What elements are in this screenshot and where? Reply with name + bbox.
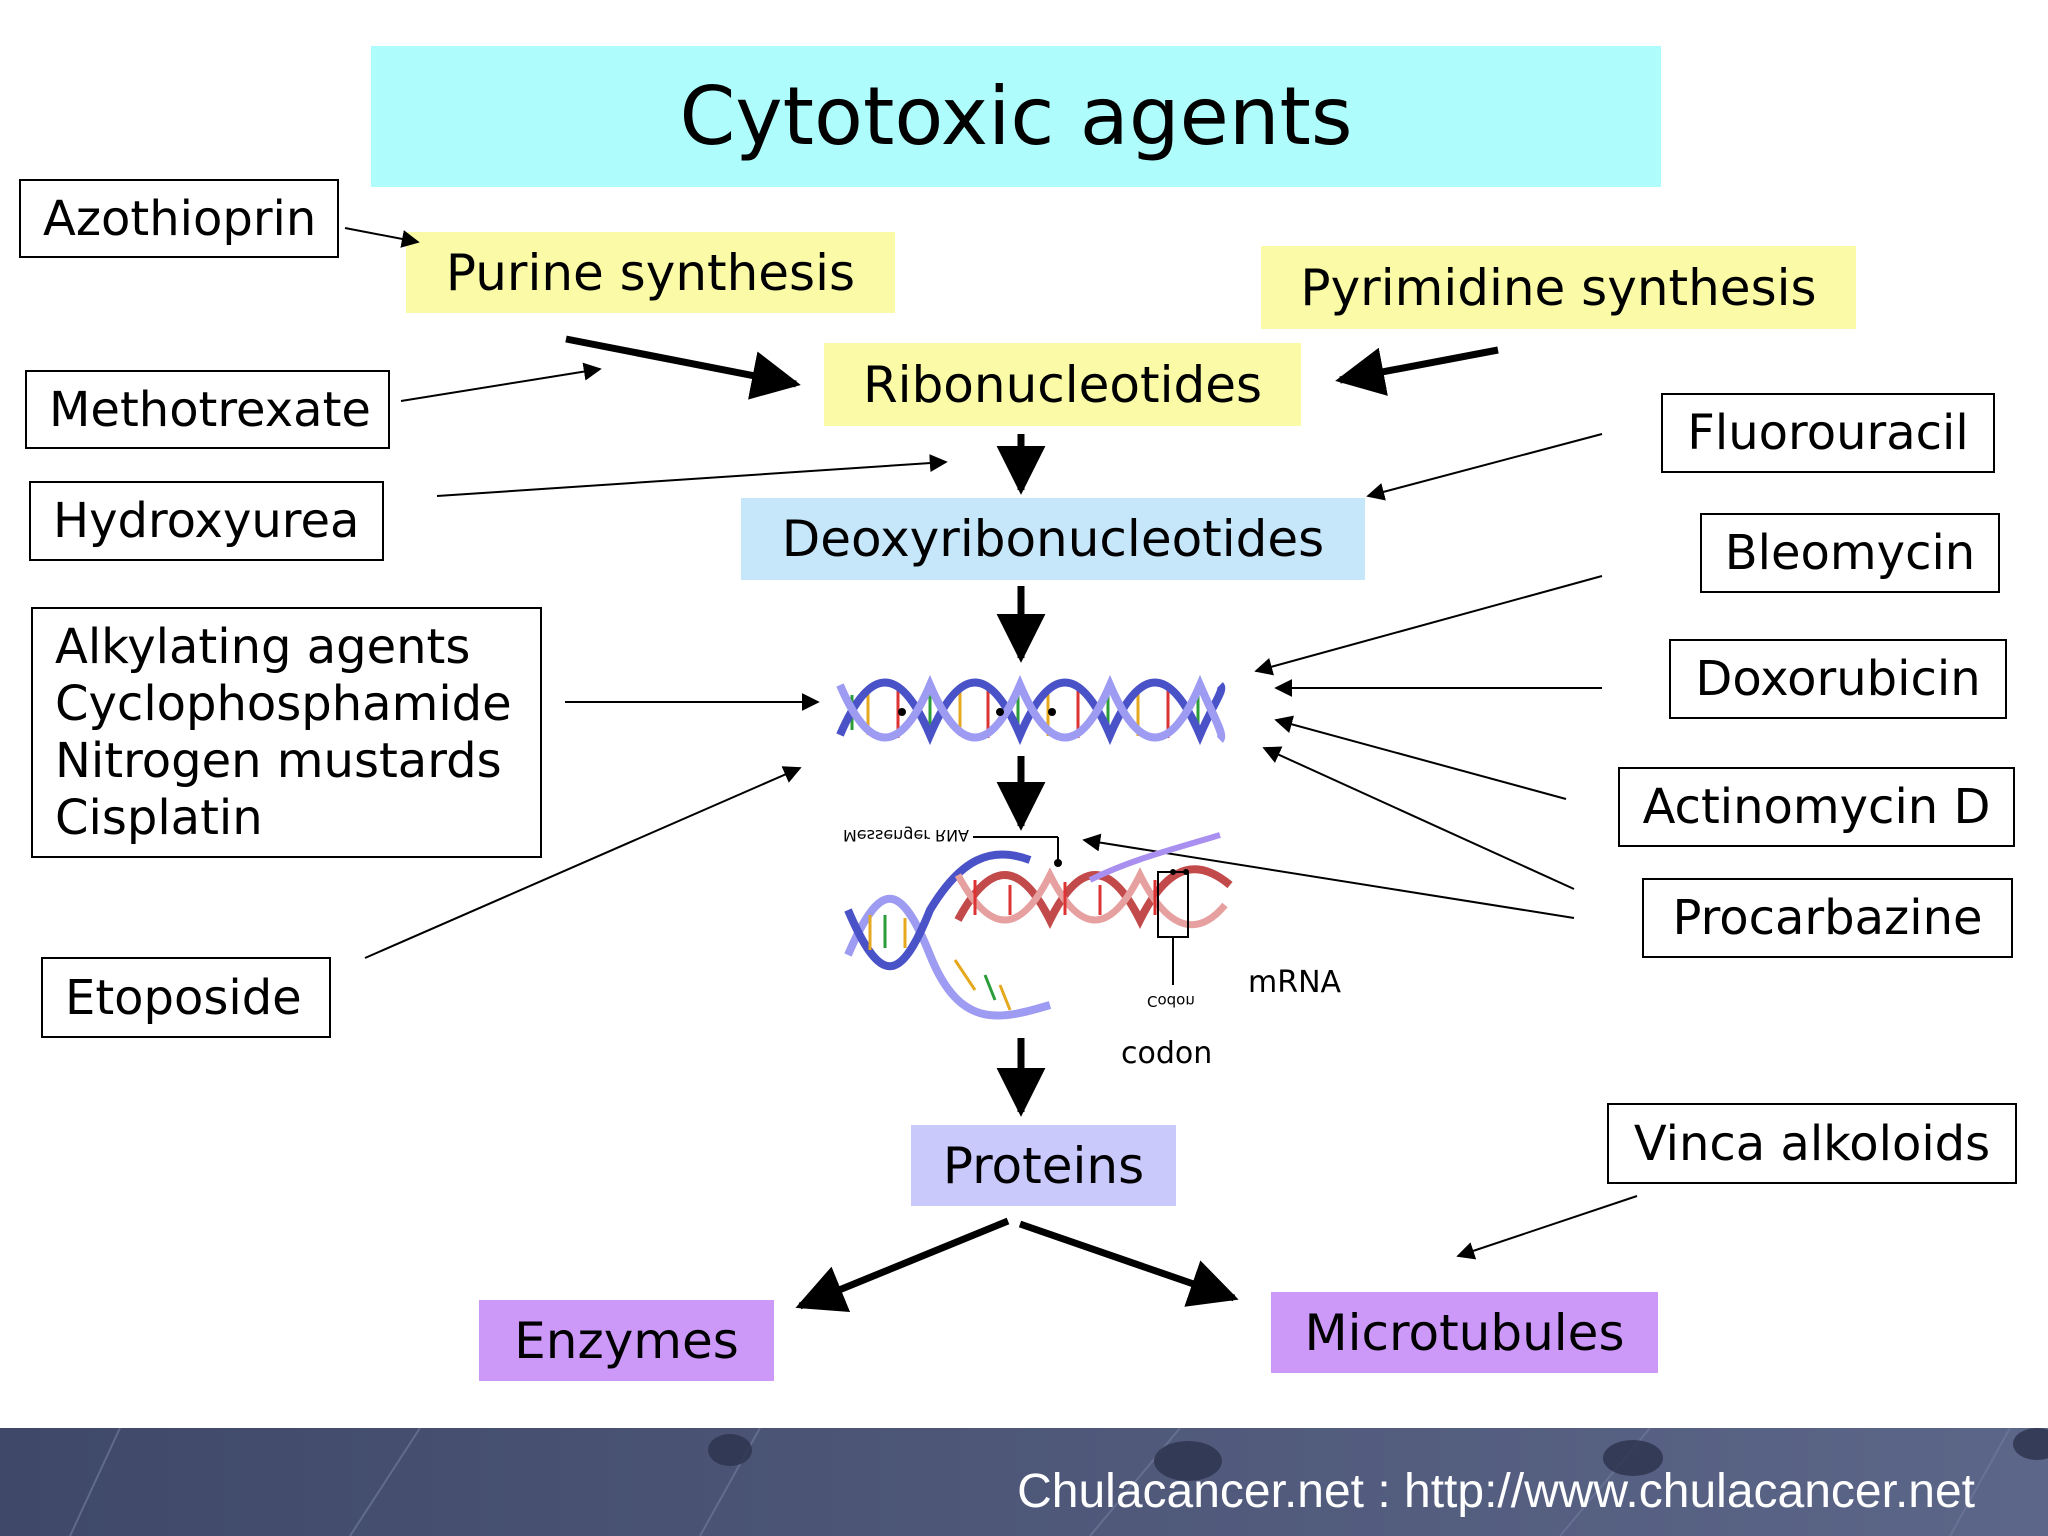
arrow-azothioprin — [344, 227, 420, 248]
drug-procarbazine: Procarbazine — [1642, 878, 2013, 958]
arrow-fluorouracil — [1366, 433, 1603, 501]
label-messenger-rna: Messenger RNA — [843, 826, 969, 845]
drug-actinomycin-d: Actinomycin D — [1618, 767, 2015, 847]
label-codon: codon — [1121, 1036, 1213, 1071]
title-text: Cytotoxic agents — [679, 70, 1353, 163]
drug-bleomycin: Bleomycin — [1700, 513, 2000, 593]
drug-hydroxyurea: Hydroxyurea — [29, 481, 384, 561]
drug-alkylating-group: Alkylating agents Cyclophosphamide Nitro… — [31, 607, 542, 858]
dna-helix-illustration — [836, 674, 1226, 746]
arrow-proteins-to-microtubules — [1018, 1220, 1239, 1307]
drug-alkylating-agents: Alkylating agents — [55, 618, 471, 675]
arrow-procarbazine-dna — [1262, 746, 1575, 890]
node-purine-synthesis: Purine synthesis — [406, 232, 895, 313]
drug-fluorouracil: Fluorouracil — [1661, 393, 1995, 473]
arrow-vinca — [1456, 1195, 1638, 1260]
arrow-pyrimidine-to-ribo — [1335, 346, 1499, 396]
drug-methotrexate: Methotrexate — [25, 370, 390, 449]
diagram-title: Cytotoxic agents — [371, 46, 1661, 187]
label-codon-small: Codon — [1147, 992, 1195, 1010]
drug-cyclophosphamide: Cyclophosphamide — [55, 675, 512, 732]
footer-decoration — [69, 1428, 2048, 1536]
node-pyrimidine-synthesis: Pyrimidine synthesis — [1261, 246, 1856, 329]
arrow-methotrexate — [400, 362, 602, 402]
drug-etoposide: Etoposide — [41, 957, 331, 1038]
arrow-actinomycin — [1274, 715, 1567, 800]
node-proteins: Proteins — [911, 1125, 1176, 1206]
footer-bar — [0, 1428, 2048, 1536]
node-enzymes: Enzymes — [479, 1300, 774, 1381]
drug-doxorubicin: Doxorubicin — [1669, 639, 2007, 719]
drug-cisplatin: Cisplatin — [55, 789, 263, 846]
drug-vinca-alkoloids: Vinca alkoloids — [1607, 1103, 2017, 1184]
node-microtubules: Microtubules — [1271, 1292, 1658, 1373]
arrow-hydroxyurea — [436, 454, 948, 497]
arrow-bleomycin — [1254, 575, 1603, 676]
node-deoxyribonucleotides: Deoxyribonucleotides — [741, 498, 1365, 580]
drug-nitrogen-mustards: Nitrogen mustards — [55, 732, 502, 789]
drug-azothioprin: Azothioprin — [19, 179, 339, 258]
label-mrna: mRNA — [1248, 965, 1342, 1000]
node-ribonucleotides: Ribonucleotides — [824, 343, 1301, 426]
arrow-proteins-to-enzymes — [795, 1217, 1010, 1312]
transcription-illustration — [844, 832, 1233, 1020]
arrow-purine-to-ribo — [565, 335, 801, 400]
arrow-etoposide — [364, 766, 802, 959]
footer-credit: Chulacancer.net : http://www.chulacancer… — [1017, 1465, 1975, 1518]
